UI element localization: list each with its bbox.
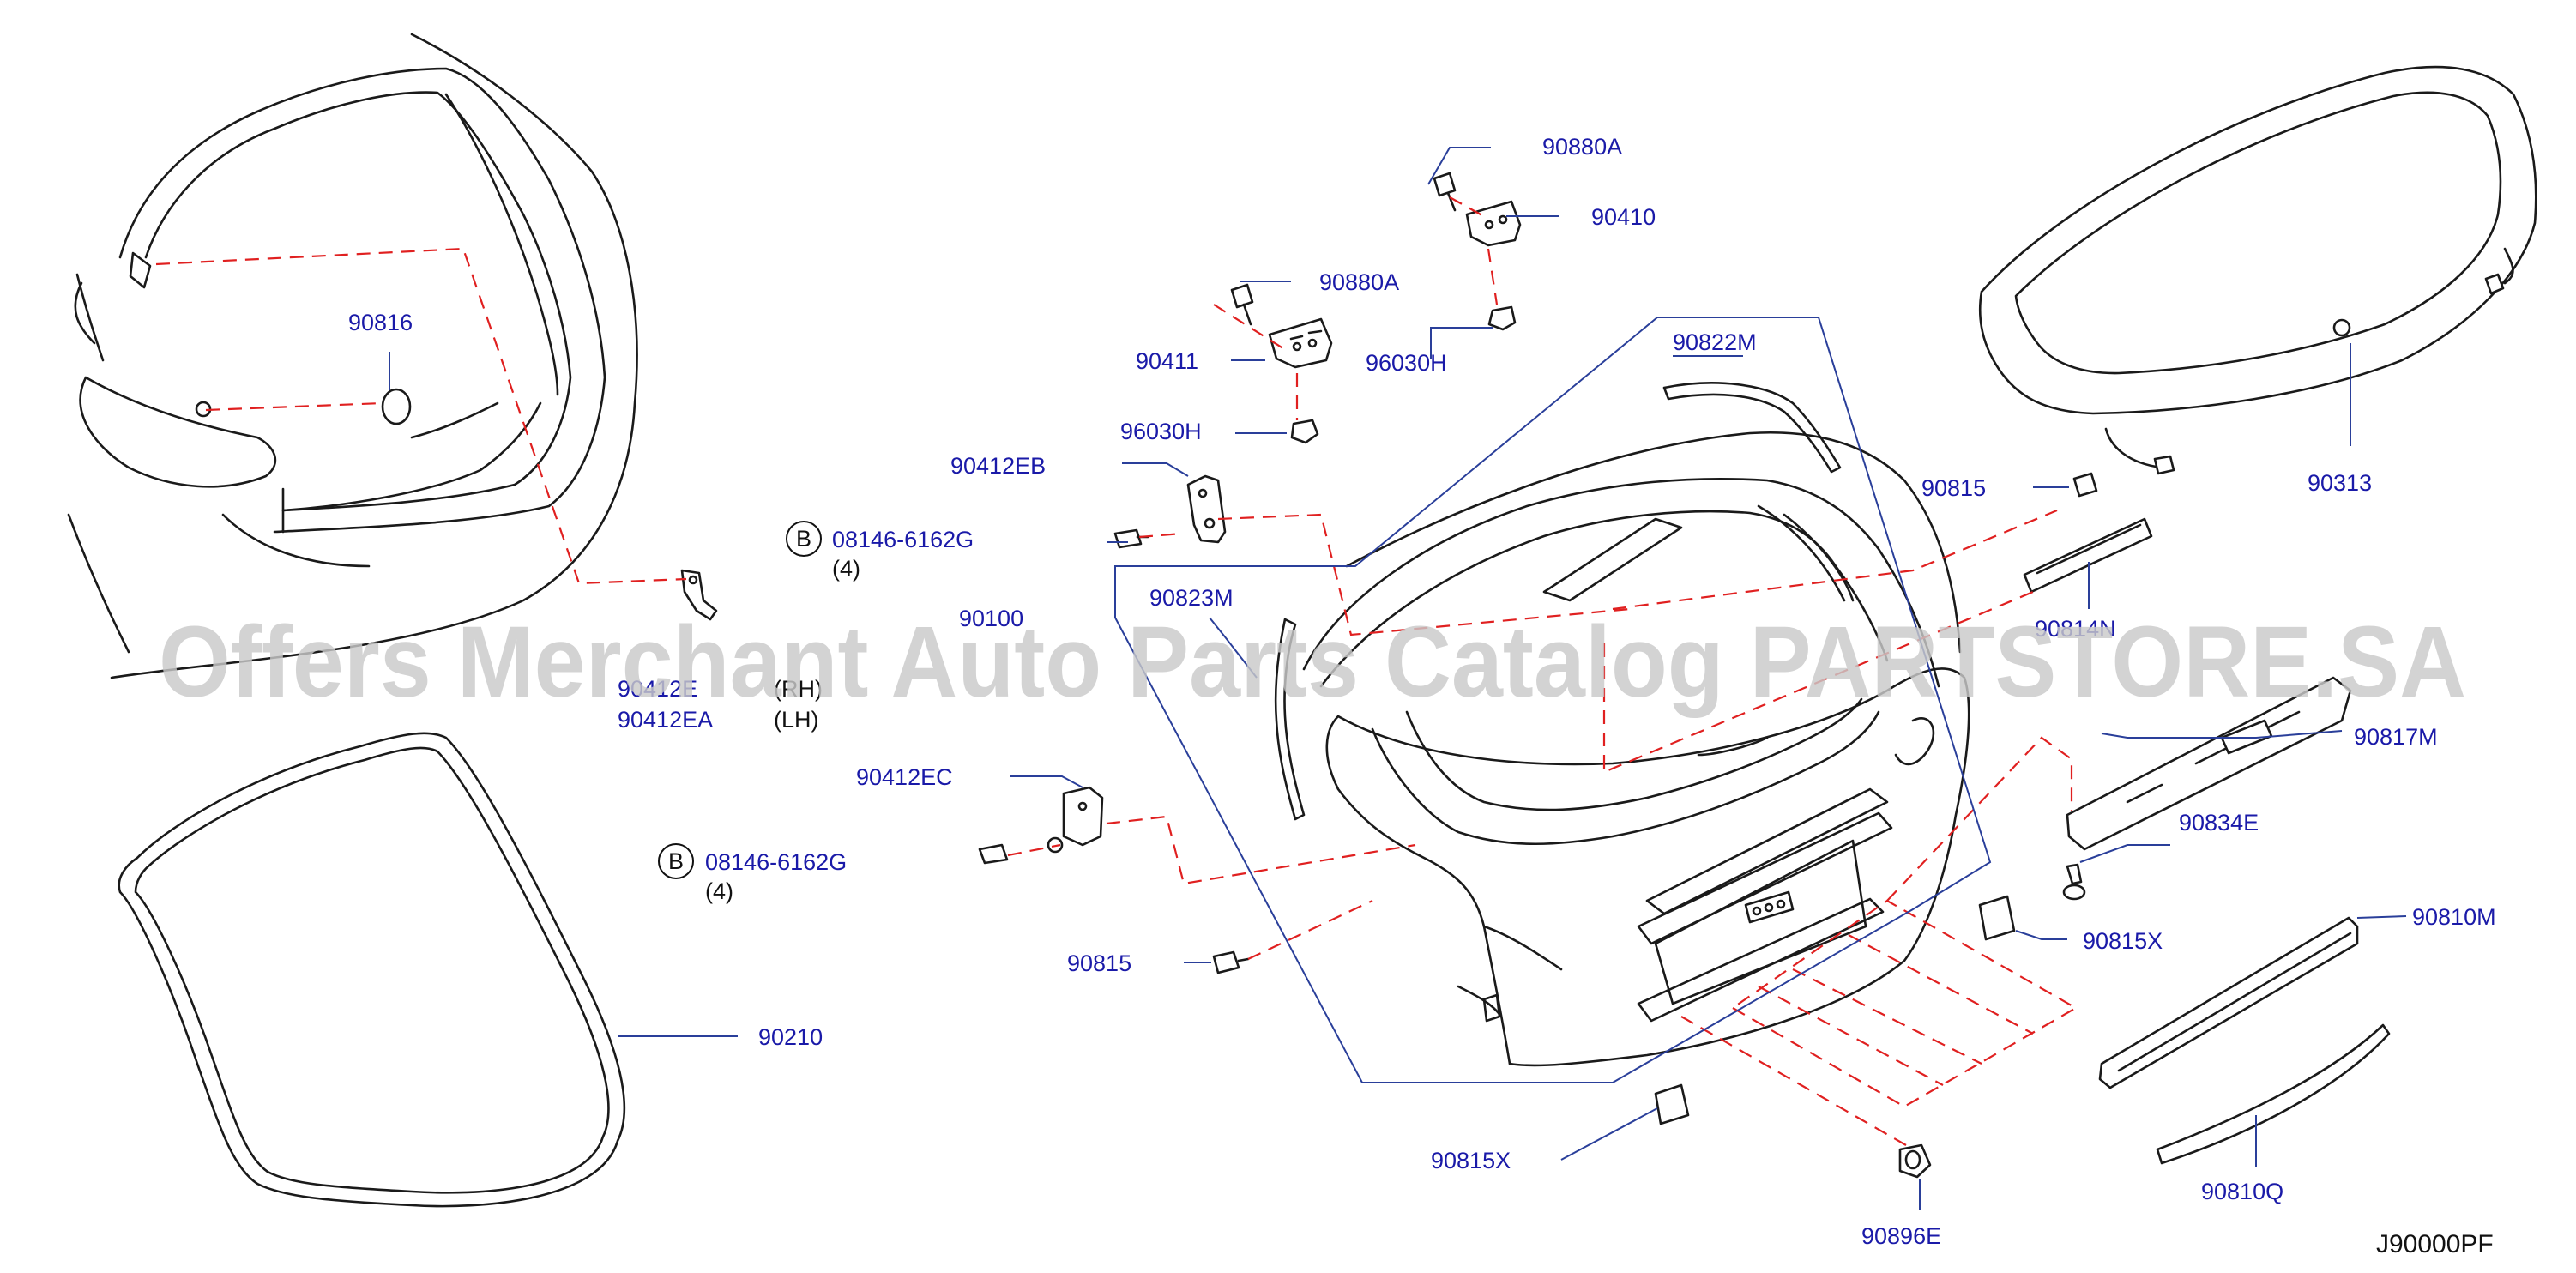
svg-text:B: B (796, 526, 811, 552)
label-90814n: 90814N (2035, 616, 2116, 642)
label-90411: 90411 (1136, 348, 1198, 374)
label-90880a-lower: 90880A (1319, 269, 1399, 295)
diagram-code: J90000PF (2376, 1230, 2494, 1258)
stay-bracket-90412ec (978, 786, 1104, 865)
hinge-bolt-lower (1230, 283, 1254, 326)
label-90412ec: 90412EC (856, 764, 953, 790)
label-96030h-lower: 96030H (1120, 419, 1202, 444)
pad-90815x-bottom (1654, 1083, 1690, 1125)
label-90410: 90410 (1591, 204, 1656, 230)
hinge-90411 (1268, 317, 1333, 369)
weatherstrip-seal (118, 732, 626, 1208)
label-90412ea: 90412EA (618, 707, 713, 733)
label-08146-lower: 08146-6162G (705, 849, 847, 875)
label-90817m: 90817M (2354, 724, 2438, 750)
label-90816: 90816 (348, 310, 413, 335)
label-90100: 90100 (959, 606, 1023, 631)
clip-90815-left (1212, 950, 1250, 974)
label-90412e: 90412E (618, 676, 697, 702)
assembly-outline (1114, 317, 1992, 1083)
label-90834e: 90834E (2179, 810, 2259, 836)
label-08146-upper-qty: (4) (832, 556, 860, 582)
label-90880a-upper: 90880A (1542, 134, 1622, 160)
label-90815-right: 90815 (1921, 475, 1986, 501)
striker-bracket (680, 569, 718, 621)
vehicle-body-rear (67, 33, 638, 679)
pad-90815x-right (1978, 895, 2016, 941)
watermark-text: Offers Merchant Auto Parts Catalog PARTS… (159, 606, 2466, 719)
back-door-panel (1302, 431, 1970, 1067)
label-90412ea-side: (LH) (774, 707, 819, 733)
finisher-90810q (2156, 1023, 2391, 1165)
label-90412e-side: (RH) (774, 676, 823, 702)
side-garnish (1274, 618, 1306, 821)
callout-labels: 90816 90412E (RH) 90412EA (LH) 90210 B 0… (348, 134, 2496, 1249)
label-90815-left: 90815 (1067, 950, 1131, 976)
dashed-guides (155, 196, 2078, 1146)
label-96030h-upper: 96030H (1366, 350, 1447, 376)
stay-bracket-90412eb (1113, 474, 1227, 549)
label-90313: 90313 (2308, 470, 2372, 496)
finisher-90810m (2098, 916, 2359, 1089)
leader-lines (389, 147, 2407, 1210)
spoiler-trim (1662, 382, 1842, 474)
label-90896e: 90896E (1861, 1223, 1941, 1249)
bumper-stopper (1898, 1143, 1932, 1179)
bolt-symbol-lower: B (658, 843, 694, 879)
label-90823m: 90823M (1149, 585, 1234, 611)
label-90815x-right: 90815X (2083, 928, 2163, 954)
label-90810m: 90810M (2412, 904, 2496, 930)
clip-90815-right (2072, 472, 2098, 498)
svg-text:B: B (668, 848, 684, 874)
label-90210: 90210 (758, 1024, 823, 1050)
screw-90834e (2062, 863, 2086, 901)
back-window-glass (1978, 65, 2537, 475)
label-90412eb: 90412EB (950, 453, 1046, 479)
label-90810q: 90810Q (2201, 1179, 2283, 1204)
label-08146-upper: 08146-6162G (832, 527, 974, 552)
nut-96030h-lower (1290, 419, 1319, 444)
hinge-90410 (1465, 200, 1522, 247)
bolt-symbol-upper: B (786, 521, 822, 557)
label-90815x-bottom: 90815X (1431, 1148, 1511, 1173)
label-08146-lower-qty: (4) (705, 878, 733, 904)
hinge-bolt-upper (1433, 172, 1457, 212)
nut-96030h-upper (1487, 305, 1517, 331)
label-90822m: 90822M (1673, 329, 1757, 355)
stop-lamp (2023, 517, 2153, 594)
